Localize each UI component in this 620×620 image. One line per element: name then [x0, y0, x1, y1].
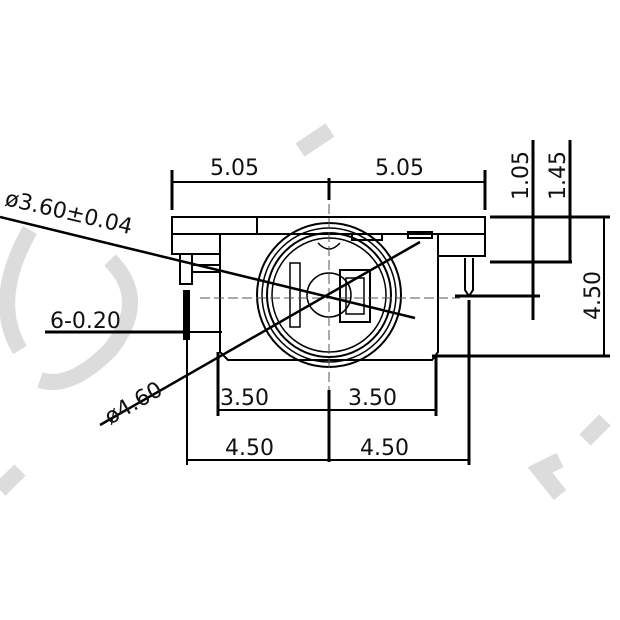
dim-right-v2: 1.45 — [546, 151, 571, 200]
socket-circles — [256, 222, 402, 368]
leader-lines — [0, 215, 421, 427]
dim-right-v1: 1.05 — [509, 151, 534, 200]
dim-right-height: 4.50 — [581, 271, 606, 320]
watermark — [0, 123, 611, 500]
dim-bottom-right: 4.50 — [360, 436, 409, 461]
dim-pin-width: 6-0.20 — [50, 309, 121, 334]
dim-top-left: 5.05 — [210, 156, 259, 181]
pin — [183, 290, 190, 340]
dim-mid-left: 3.50 — [220, 386, 269, 411]
dimension-lines — [45, 140, 610, 465]
dim-top-right: 5.05 — [375, 156, 424, 181]
dim-diameter-outer: ø4.60 — [101, 377, 168, 430]
dim-bottom-left: 4.50 — [225, 436, 274, 461]
dim-mid-right: 3.50 — [348, 386, 397, 411]
